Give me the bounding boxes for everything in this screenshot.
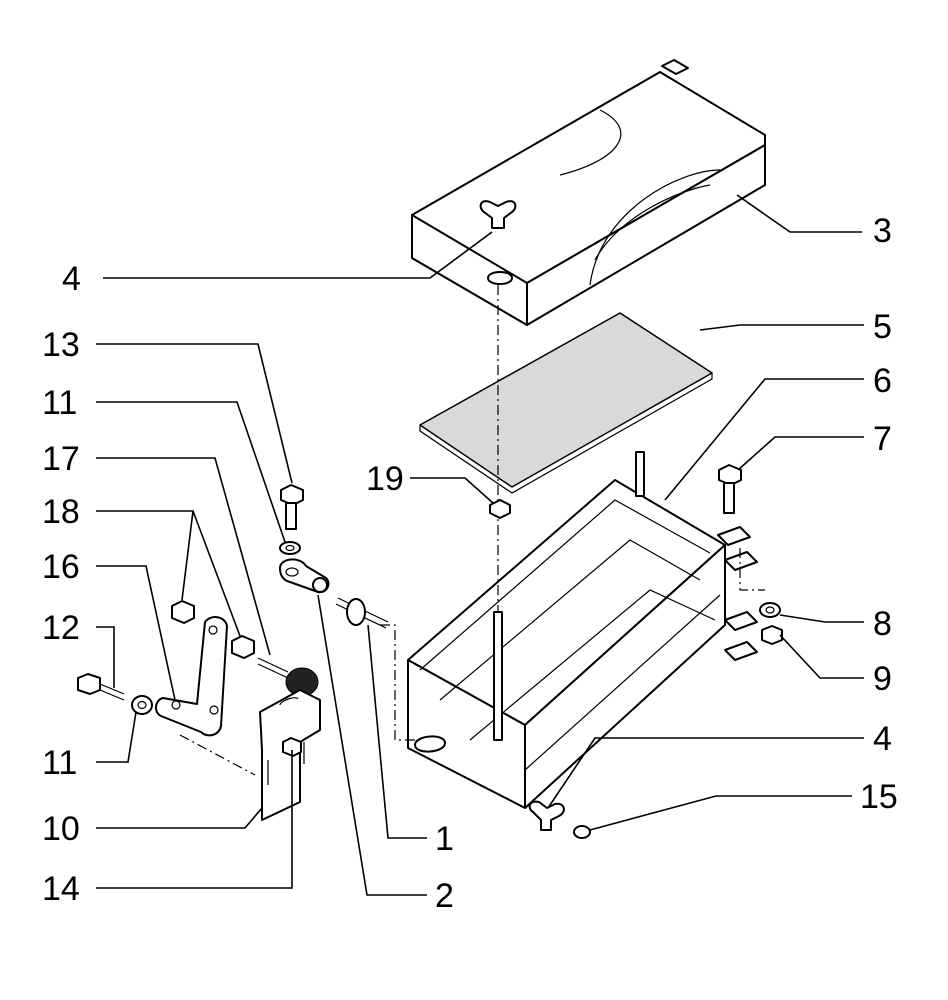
callout-17: 17	[42, 440, 80, 478]
callout-8: 8	[873, 605, 892, 643]
stud-nut	[489, 499, 511, 519]
callout-11-bottom: 11	[42, 744, 77, 782]
callout-18: 18	[42, 493, 80, 531]
nut-9	[761, 625, 783, 645]
callout-13: 13	[42, 326, 80, 364]
assembly-line-right	[739, 548, 765, 591]
callout-16: 16	[42, 548, 80, 586]
washer-11-bottom	[131, 695, 153, 715]
wing-nut-bottom	[528, 800, 565, 831]
battery-cover	[411, 59, 766, 326]
insulating-pad	[419, 312, 713, 494]
bolt-7	[718, 464, 742, 514]
callout-5: 5	[873, 308, 892, 346]
callout-9: 9	[873, 660, 892, 698]
knurled-screw-17	[257, 657, 319, 697]
callout-7: 7	[873, 420, 892, 458]
nut-14	[282, 737, 302, 757]
callout-15: 15	[860, 778, 898, 816]
terminal-stud-1	[335, 597, 389, 629]
leader-lines	[96, 194, 864, 896]
eye-link-2	[279, 558, 330, 594]
callout-12: 12	[42, 609, 80, 647]
bolt-13	[280, 484, 304, 530]
callout-4-top: 4	[62, 260, 81, 298]
wing-nut-top	[479, 200, 517, 229]
callout-14: 14	[42, 870, 80, 908]
washer-11-top	[279, 541, 301, 555]
washer-8	[759, 602, 781, 618]
callout-1: 1	[435, 820, 454, 858]
callout-11-top: 11	[42, 384, 77, 422]
callout-2: 2	[435, 877, 454, 915]
callout-19: 19	[366, 460, 404, 498]
spring-clip	[573, 825, 591, 839]
callout-labels: 3 4 5 13 6 11 7 17 19 18 16 8 12 9 4 11 …	[42, 212, 898, 915]
callout-6: 6	[873, 362, 892, 400]
callout-4-bottom: 4	[873, 720, 892, 758]
callout-3: 3	[873, 212, 892, 250]
bolt-12	[77, 673, 125, 701]
strap-16	[155, 616, 228, 737]
assembly-line-left	[179, 734, 256, 776]
nut-18a	[171, 600, 195, 624]
assembly-line-bracket	[380, 624, 420, 741]
nut-18b	[231, 635, 255, 659]
battery-tray	[407, 451, 758, 809]
callout-10: 10	[42, 810, 80, 848]
